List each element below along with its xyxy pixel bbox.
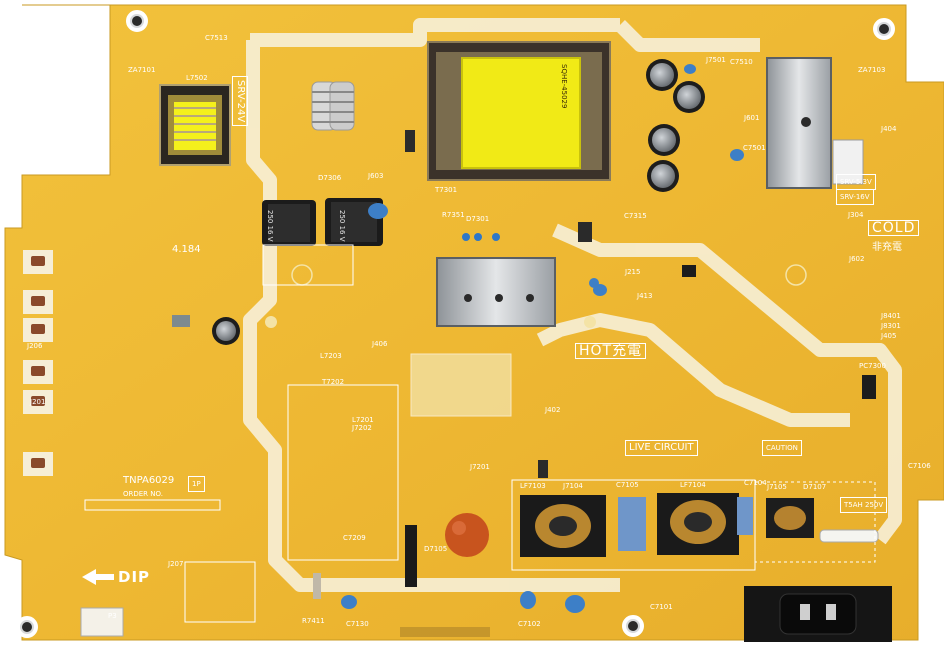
- ref-l7502: L7502: [186, 74, 208, 82]
- cap-left-marking: 250 16 V: [266, 210, 274, 242]
- live-circuit-label: LIVE CIRCUIT: [625, 440, 698, 456]
- srv-16v-label: SRV-16V: [836, 189, 874, 205]
- cold-jp-label: 非充電: [872, 242, 902, 253]
- ref-d7107: D7107: [803, 483, 827, 491]
- ref-t7301: T7301: [435, 186, 458, 194]
- ref-l7201: L7201: [352, 416, 374, 424]
- ref-j206: J206: [27, 342, 43, 350]
- model-number: TNPA6029: [123, 475, 175, 486]
- small-note: 4.184: [172, 244, 201, 255]
- inductor-coils: [311, 81, 355, 131]
- ref-pc7300: PC7300: [859, 362, 886, 370]
- caution-label: CAUTION: [762, 440, 802, 456]
- ref-j413: J413: [637, 292, 653, 300]
- ref-j603: J603: [368, 172, 384, 180]
- ref-d7105: D7105: [424, 545, 448, 553]
- ref-lf7104: LF7104: [680, 481, 706, 489]
- ref-j405: J405: [881, 332, 897, 340]
- ref-l7203: L7203: [320, 352, 342, 360]
- ref-j7201: J7201: [470, 463, 490, 471]
- ref-c7510: C7510: [730, 58, 753, 66]
- hot-label: HOT充電: [575, 343, 647, 359]
- ref-c7102: C7102: [518, 620, 541, 628]
- ac-inlet: [744, 586, 892, 642]
- upright-capacitors: [212, 59, 705, 345]
- ref-r7411: R7411: [302, 617, 325, 625]
- ref-za7103: ZA7103: [858, 66, 886, 74]
- cold-label: COLD: [868, 220, 920, 236]
- ref-j7104: J7104: [563, 482, 583, 490]
- ref-p3: P3: [108, 612, 117, 620]
- left-pad-column: [23, 250, 53, 476]
- ref-j304: J304: [848, 211, 864, 219]
- ref-c7501: C7501: [743, 144, 766, 152]
- stamp-strip: [400, 627, 490, 637]
- ref-j8301: J8301: [881, 322, 901, 330]
- ref-d7301: D7301: [466, 215, 490, 223]
- connector-p3: [80, 607, 124, 637]
- ref-c7101: C7101: [650, 603, 673, 611]
- cap-right-marking: 250 16 V: [338, 210, 346, 242]
- fuse: [819, 529, 879, 543]
- ref-j7105: J7105: [767, 483, 787, 491]
- ref-d7306: D7306: [318, 174, 342, 182]
- ref-r7351: R7351: [442, 211, 465, 219]
- ref-j7202: J7202: [352, 424, 372, 432]
- model-suffix: 1P: [188, 476, 205, 492]
- varistor: [445, 513, 489, 557]
- fuse-rating-label: T5AH 250V: [840, 497, 888, 513]
- order-number-label: ORDER NO.: [123, 490, 163, 498]
- ref-j7501: J7501: [706, 56, 726, 64]
- standby-transformer: [159, 84, 231, 166]
- ref-j8401: J8401: [881, 312, 901, 320]
- ref-t7202: T7202: [322, 378, 345, 386]
- ref-j402: J402: [545, 406, 561, 414]
- heatsinks: [436, 57, 864, 327]
- dip-label: DIP: [118, 568, 151, 586]
- line-filters: [520, 493, 814, 557]
- srv-24v-label: SRV-24V: [232, 76, 248, 127]
- silkscreen-lanes: [243, 18, 902, 592]
- small-components: [172, 130, 876, 599]
- ref-c7104: C7104: [744, 479, 767, 487]
- dip-arrow: [82, 569, 114, 585]
- ref-za7101: ZA7101: [128, 66, 156, 74]
- ref-j602: J602: [849, 255, 865, 263]
- ref-j215: J215: [625, 268, 641, 276]
- ref-c7130: C7130: [346, 620, 369, 628]
- ref-lf7103: LF7103: [520, 482, 546, 490]
- ref-c7209: C7209: [343, 534, 366, 542]
- ref-c7106: C7106: [908, 462, 931, 470]
- ref-j404: J404: [881, 125, 897, 133]
- ref-c7513: C7513: [205, 34, 228, 42]
- ref-j201: J201: [30, 398, 46, 406]
- ref-j601: J601: [744, 114, 760, 122]
- transformer-marking: SQHE-45029: [560, 64, 568, 109]
- ref-j207: J207: [168, 560, 184, 568]
- srv-5v3-label: SRV-5.3V: [836, 174, 876, 190]
- ref-j406: J406: [372, 340, 388, 348]
- ref-c7105: C7105: [616, 481, 639, 489]
- main-transformer: [427, 41, 611, 181]
- ref-c7315: C7315: [624, 212, 647, 220]
- silk-outlines: [84, 244, 876, 623]
- left-pad-resistors: [31, 256, 45, 468]
